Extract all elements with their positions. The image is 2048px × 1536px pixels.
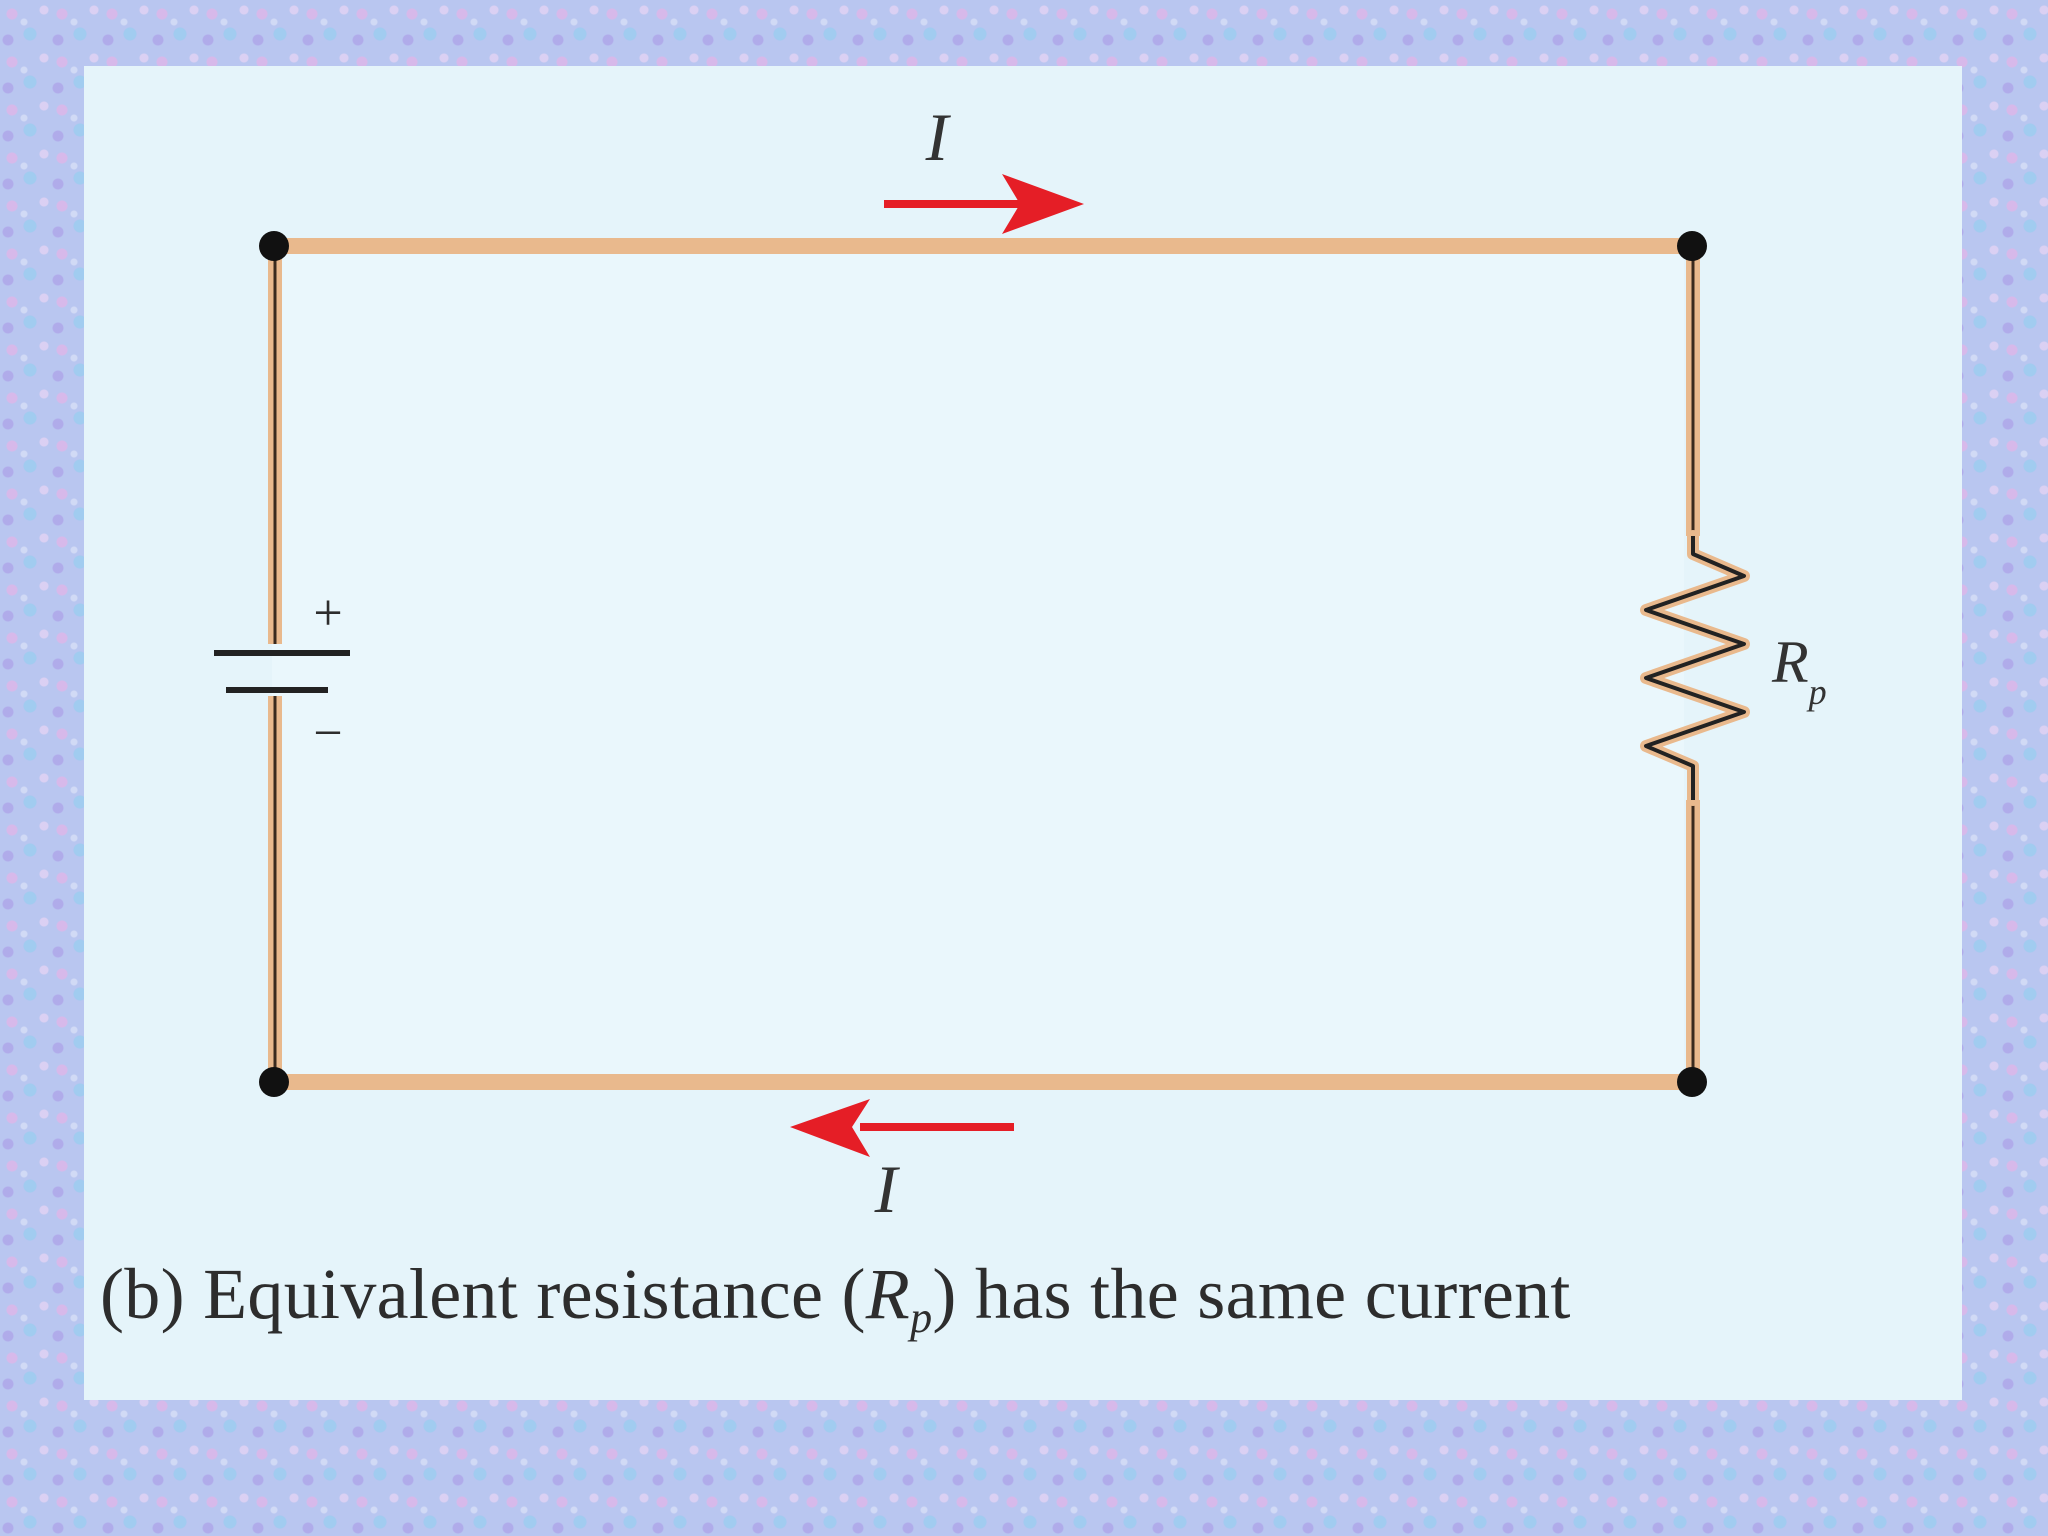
node-bottom-right — [1677, 1067, 1707, 1097]
circuit-nodes — [259, 231, 1707, 1097]
node-top-right — [1677, 231, 1707, 261]
top-current-arrow — [884, 174, 1084, 234]
caption-symbol: R — [865, 1254, 911, 1334]
node-bottom-left — [259, 1067, 289, 1097]
battery-symbol — [214, 650, 350, 693]
battery-negative-sign: − — [313, 705, 342, 762]
bottom-current-arrow — [790, 1099, 1014, 1157]
resistor-label-subscript: p — [1806, 672, 1827, 712]
caption-suffix: ) has the same current — [932, 1254, 1571, 1334]
circuit-diagram: + − Rp I I — [214, 99, 1827, 1227]
node-top-left — [259, 231, 289, 261]
battery-positive-sign: + — [313, 585, 342, 642]
caption-prefix: (b) Equivalent resistance ( — [100, 1254, 866, 1334]
diagram-caption: (b) Equivalent resistance (Rp) has the s… — [100, 1244, 1960, 1344]
diagram-panel: + − Rp I I (b) Equivalen — [84, 66, 1962, 1400]
caption-subscript: p — [910, 1293, 933, 1342]
resistor-symbol — [1640, 530, 1750, 806]
resistor-label: Rp — [1771, 629, 1827, 712]
bottom-current-label: I — [874, 1151, 901, 1227]
top-current-label: I — [925, 99, 952, 175]
resistor-label-symbol: R — [1771, 629, 1809, 695]
